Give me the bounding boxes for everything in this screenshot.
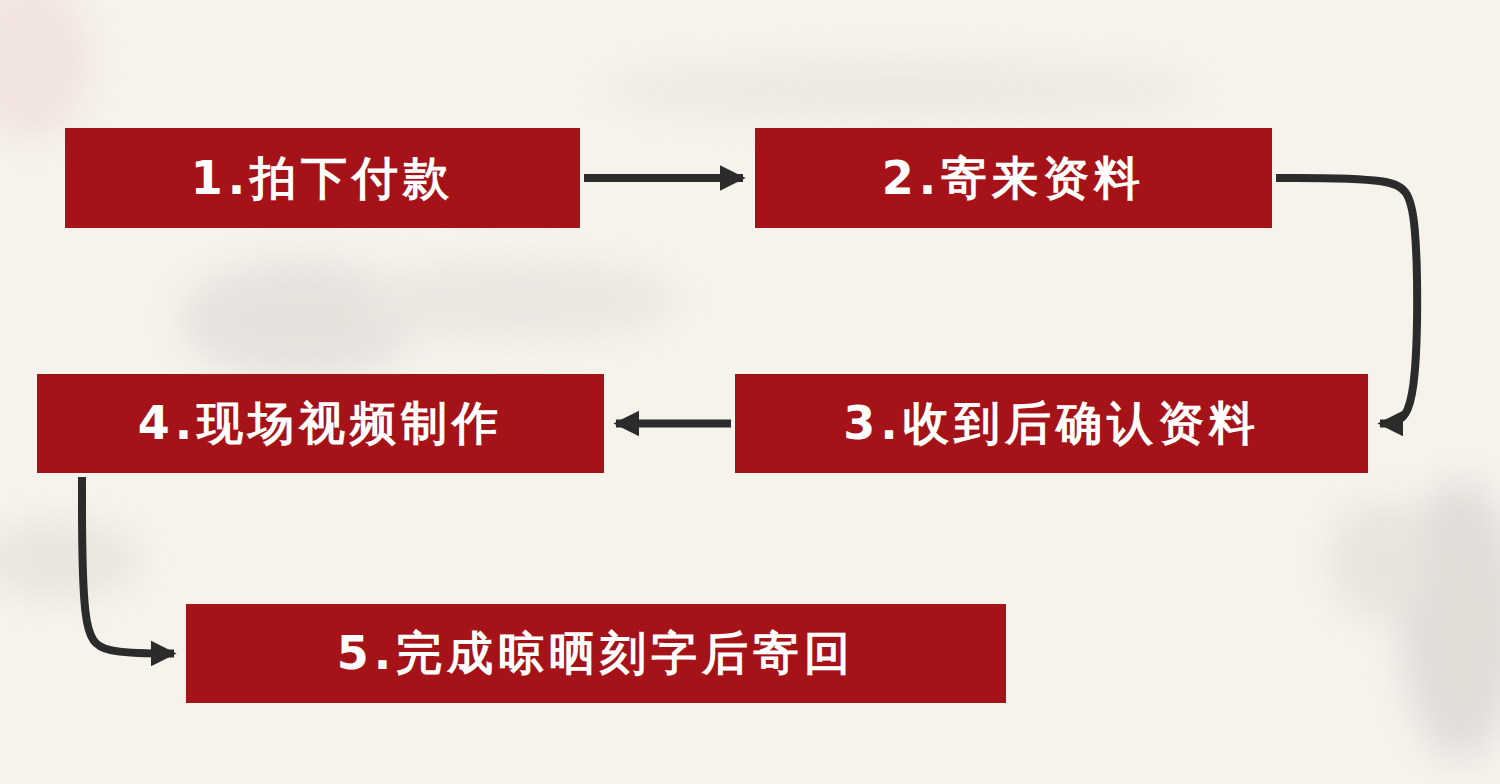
step-label: 2.寄来资料 <box>882 153 1145 204</box>
step-label: 1.拍下付款 <box>191 153 454 204</box>
flow-arrow <box>584 174 743 182</box>
step-label: 4.现场视频制作 <box>138 398 503 449</box>
process-box: 5.完成晾晒刻字后寄回 <box>186 604 1006 703</box>
flow-arrow <box>616 420 731 428</box>
step-label: 3.收到后确认资料 <box>843 398 1259 449</box>
step-label: 5.完成晾晒刻字后寄回 <box>337 628 855 679</box>
process-box: 2.寄来资料 <box>755 128 1272 228</box>
ink-wash <box>0 0 1500 760</box>
process-box: 1.拍下付款 <box>65 128 580 228</box>
process-box: 4.现场视频制作 <box>37 374 604 473</box>
process-box: 3.收到后确认资料 <box>735 374 1368 473</box>
flow-arrow <box>82 477 174 654</box>
